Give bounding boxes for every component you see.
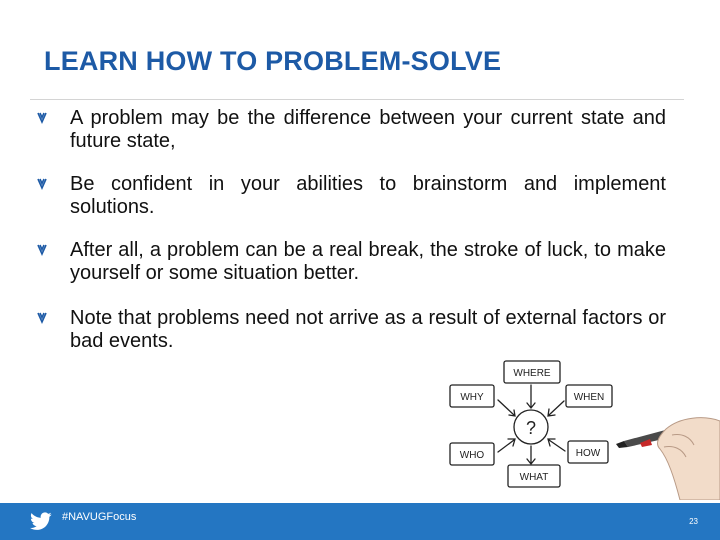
bullet-text: Note that problems need not arrive as a … — [70, 307, 666, 352]
arrow-who — [497, 438, 516, 453]
footer-bar: #NAVUGFocus 23 — [0, 503, 720, 540]
how-label: HOW — [576, 448, 601, 459]
why-label: WHY — [460, 392, 484, 403]
bullet-text: A problem may be the difference between … — [70, 107, 666, 152]
title-divider — [30, 99, 684, 100]
where-label: WHERE — [513, 368, 551, 379]
twitter-bird-icon — [30, 512, 52, 530]
question-mark: ? — [526, 418, 536, 438]
arrow-where — [526, 384, 536, 410]
hand-with-marker-icon — [616, 417, 720, 500]
how-box — [567, 440, 609, 464]
bullet-text: Be confident in your abilities to brains… — [70, 173, 666, 218]
question-words-diagram: WHERE WHY WHEN WHO HOW WHAT ? — [449, 360, 720, 500]
where-box — [503, 360, 561, 384]
what-label: WHAT — [520, 472, 549, 483]
footer-hashtag: #NAVUGFocus — [62, 511, 137, 523]
diamond-bullet-icon — [37, 244, 47, 256]
diamond-bullet-icon — [37, 178, 47, 190]
arrow-why — [497, 399, 516, 417]
what-box — [507, 464, 561, 488]
slide-title: LEARN HOW TO PROBLEM-SOLVE — [44, 46, 502, 76]
arrow-how — [547, 438, 566, 452]
question-circle — [513, 409, 549, 445]
when-label: WHEN — [574, 392, 605, 403]
diamond-bullet-icon — [37, 312, 47, 324]
arrow-when — [547, 400, 565, 417]
who-label: WHO — [460, 450, 485, 461]
diamond-bullet-icon — [37, 112, 47, 124]
why-box — [449, 384, 495, 408]
arrow-what — [526, 445, 536, 466]
page-number: 23 — [689, 517, 698, 526]
who-box — [449, 442, 495, 466]
bullet-text: After all, a problem can be a real break… — [70, 239, 666, 284]
when-box — [565, 384, 613, 408]
